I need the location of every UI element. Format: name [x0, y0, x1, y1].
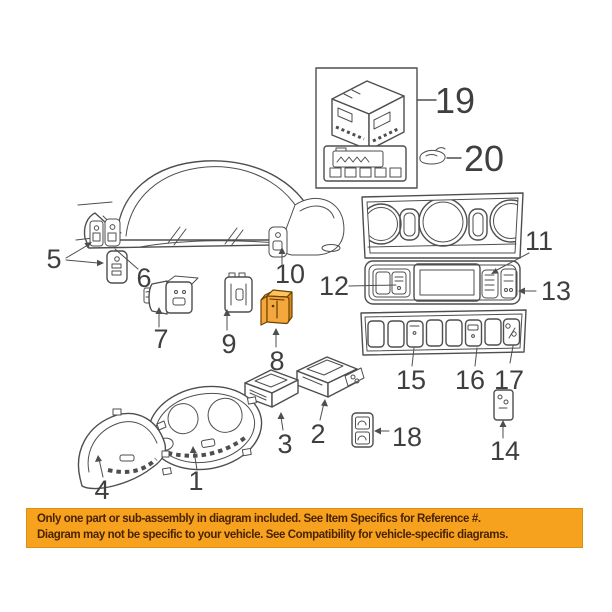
disclaimer-banner: Only one part or sub-assembly in diagram… [26, 508, 583, 548]
center-console-panel [360, 192, 527, 356]
callout-2: 2 [310, 419, 325, 449]
callout-17: 17 [494, 365, 524, 395]
callout-12: 12 [319, 271, 349, 301]
part-14-switch [493, 389, 514, 421]
callout-10: 10 [275, 259, 305, 289]
callout-7: 7 [153, 324, 168, 354]
control-panel [323, 145, 407, 182]
dash-switch-left-b [104, 218, 121, 247]
dash-switch-left-a [89, 220, 104, 247]
callout-3: 3 [277, 429, 292, 459]
callout-1: 1 [188, 466, 203, 496]
callout-6: 6 [136, 263, 151, 293]
part-2-module [296, 356, 365, 398]
callout-leaders [65, 99, 537, 478]
part-5-6-switch [106, 250, 128, 284]
part-4-cluster-bezel [77, 408, 170, 490]
callout-13: 13 [541, 276, 571, 306]
part-3-module [244, 369, 299, 408]
callout-16: 16 [455, 365, 485, 395]
callout-11: 11 [525, 226, 553, 256]
callout-9: 9 [221, 329, 236, 359]
gauge-openings [361, 192, 524, 259]
callout-19: 19 [435, 80, 475, 121]
callout-numbers: 5 6 7 9 8 10 12 11 13 15 16 17 14 18 19 … [46, 80, 571, 505]
callout-5: 5 [46, 244, 61, 274]
callout-15: 15 [396, 365, 426, 395]
disclaimer-line-1: Only one part or sub-assembly in diagram… [37, 513, 481, 525]
part-8-switch-highlighted [260, 289, 293, 326]
part-20-bulb [419, 147, 446, 165]
part-19-box [315, 67, 418, 189]
disclaimer-line-2: Diagram may not be specific to your vehi… [37, 528, 508, 541]
car-profile [75, 160, 345, 258]
part-7-switch [143, 275, 199, 315]
callout-8: 8 [269, 346, 284, 376]
callout-4: 4 [94, 475, 109, 505]
callout-14: 14 [490, 436, 520, 466]
lower-button-row [360, 309, 527, 356]
part-9-switch [224, 272, 253, 313]
middle-button-row [364, 260, 521, 305]
callout-18: 18 [392, 422, 422, 452]
part-18-switch [351, 412, 374, 448]
callout-20: 20 [464, 138, 504, 179]
radio-unit [331, 80, 405, 151]
